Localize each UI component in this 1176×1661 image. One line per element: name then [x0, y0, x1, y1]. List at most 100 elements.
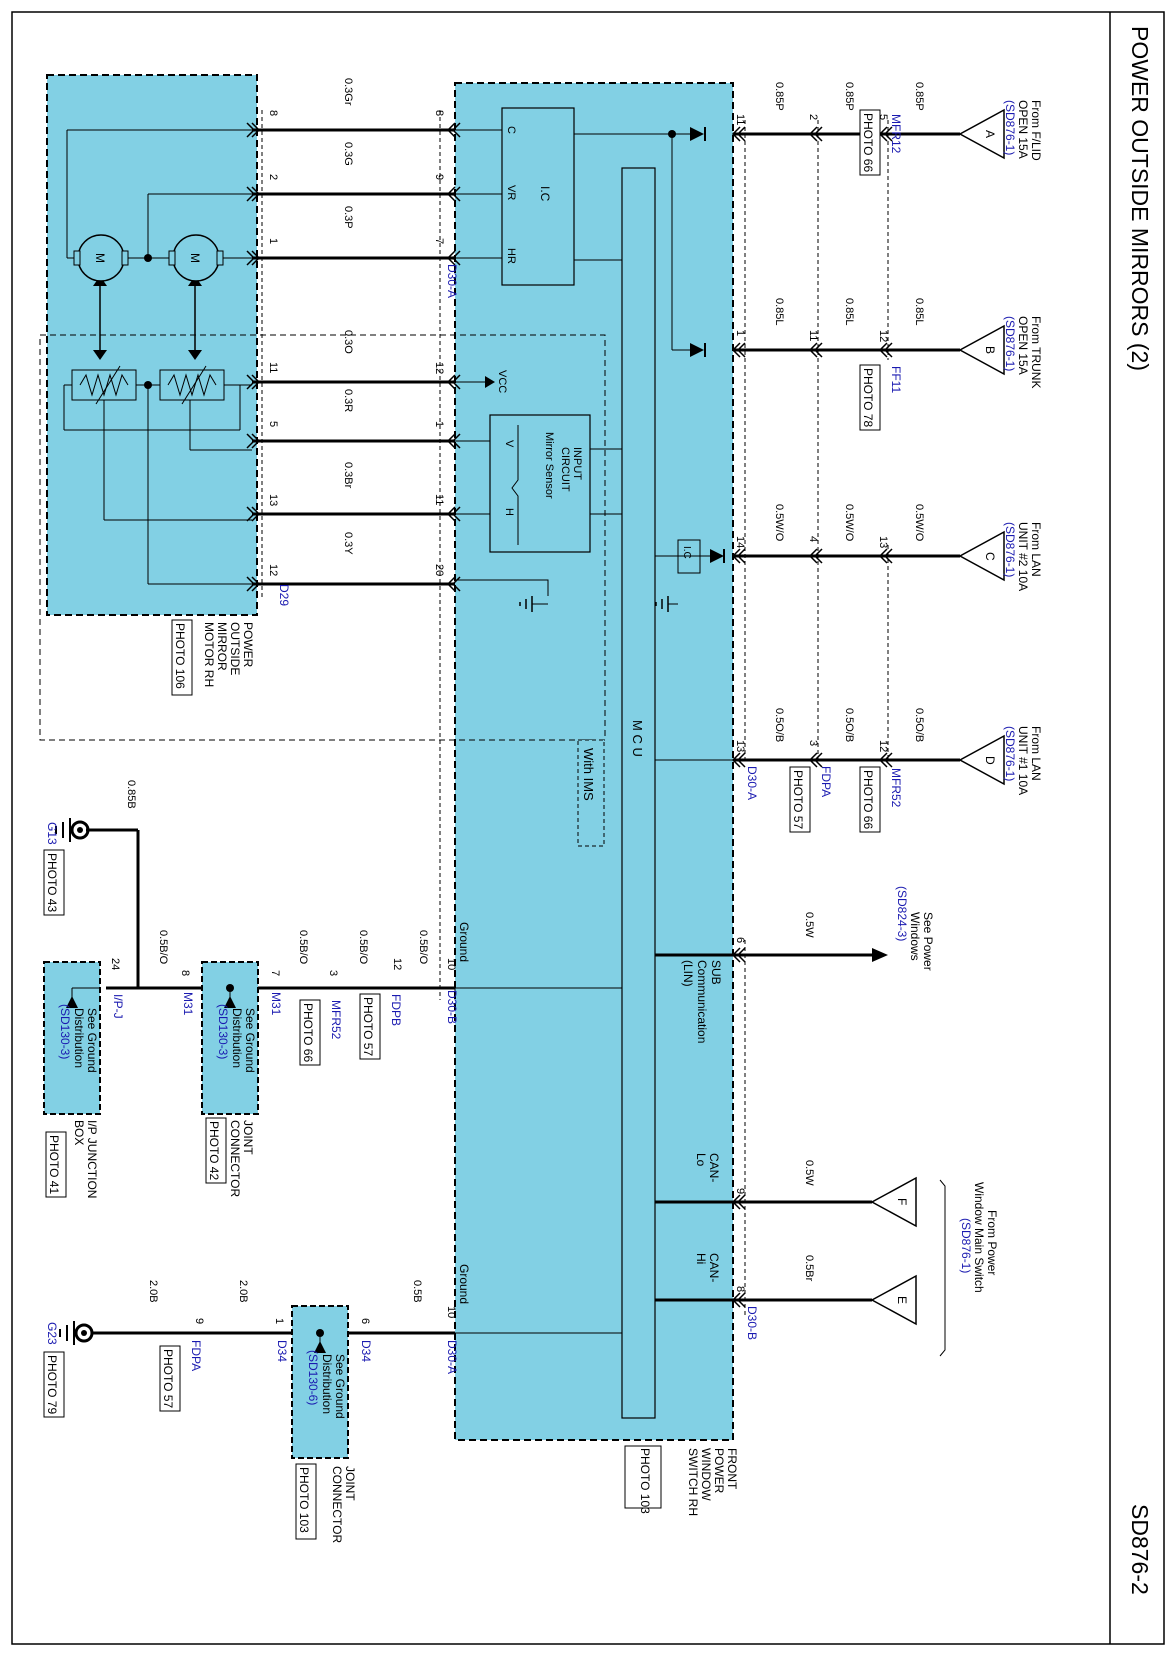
mcu-label: M C U: [630, 720, 645, 757]
svg-text:Ground: Ground: [457, 922, 471, 962]
m31-ground-arrow: [224, 996, 236, 1008]
mirror-wire-5: 150.3R: [246, 389, 461, 449]
svg-text:M: M: [188, 253, 202, 263]
m31-joint-label-1: JOINT: [241, 1120, 255, 1155]
d34-ground-arrow: [314, 1341, 326, 1353]
main-switch-ref: (SD876-1): [959, 1218, 973, 1273]
connector-ff11: FF11: [889, 366, 903, 393]
svg-text:A: A: [983, 130, 997, 138]
connector-ipj: I/P-J: [111, 994, 125, 1019]
connector-fdpb: FDPB: [389, 994, 403, 1026]
svg-text:0.85L: 0.85L: [913, 298, 925, 326]
svg-text:0.3Gr: 0.3Gr: [342, 78, 354, 106]
page-code: SD876-2: [1127, 1504, 1153, 1595]
ipj-label-1: I/P JUNCTION: [85, 1120, 99, 1198]
svg-text:1: 1: [734, 330, 746, 336]
ipj-ground-ref: (SD130-3): [58, 1004, 72, 1059]
svg-text:From F/LID: From F/LID: [1029, 100, 1043, 161]
ic-pin-hr: HR: [505, 248, 517, 264]
input-circuit-label-1: INPUT: [571, 447, 583, 480]
internal-ground-line: [455, 579, 549, 596]
svg-text:From LAN: From LAN: [1029, 726, 1043, 781]
svg-text:M: M: [93, 253, 107, 263]
svg-text:11: 11: [734, 114, 746, 125]
ic-block: [501, 107, 575, 286]
photo-66-a-box: [859, 109, 881, 176]
switch-name-3: WINDOW: [699, 1448, 713, 1501]
svg-text:8: 8: [267, 110, 279, 116]
svg-text:(SD876-1): (SD876-1): [1003, 100, 1017, 155]
svg-text:12: 12: [877, 740, 889, 752]
svg-text:10: 10: [445, 1306, 457, 1318]
photo-66-c: PHOTO 66: [301, 1003, 315, 1062]
ipj-see-ground-2: Distribution: [72, 1008, 86, 1068]
photo-57-c-box: [159, 1345, 181, 1412]
svg-text:8: 8: [734, 1286, 746, 1292]
svg-text:3: 3: [807, 740, 819, 746]
with-ims-region: [39, 334, 606, 741]
photo-79: PHOTO 79: [45, 1355, 59, 1414]
svg-text:0.85P: 0.85P: [773, 82, 785, 111]
connector-mfr52-gnd: MFR52: [329, 1000, 343, 1040]
svg-text:6: 6: [359, 1318, 371, 1324]
internal-ground-icon: [519, 596, 548, 612]
motor-name-4: MOTOR RH: [202, 622, 216, 687]
sub-comm-wire: 6 0.5W SUB Communication (LIN): [655, 912, 888, 1043]
svg-text:E: E: [895, 1296, 909, 1304]
svg-text:0.5O/B: 0.5O/B: [843, 708, 855, 742]
ic-pin-c: C: [505, 126, 517, 134]
svg-text:(SD876-1): (SD876-1): [1003, 726, 1017, 781]
svg-text:10: 10: [445, 958, 457, 970]
photo-103-switch-1: PHOTO 103: [638, 1448, 652, 1514]
sensor-v-label: V: [503, 440, 515, 448]
motor-icon-2: M: [168, 234, 224, 282]
ic-pin-vr: VR: [505, 185, 517, 200]
svg-text:0.3O: 0.3O: [342, 330, 354, 354]
svg-text:F: F: [895, 1198, 909, 1205]
motor-internals: [63, 129, 252, 585]
ip-junction-box: [43, 961, 101, 1115]
sensor-bracket: [511, 425, 519, 545]
photo-57-c: PHOTO 57: [161, 1349, 175, 1408]
svg-text:0.5O/B: 0.5O/B: [913, 708, 925, 742]
connector-d30b-gnd: D30-B: [445, 990, 459, 1024]
vcc-arrow: [485, 376, 495, 388]
main-switch-line-1: From Power: [985, 1210, 999, 1275]
photo-78-box: [859, 364, 881, 431]
svg-text:0.3R: 0.3R: [342, 389, 354, 412]
photo-57-a-box: [789, 766, 811, 833]
svg-text:C: C: [983, 552, 997, 561]
svg-text:1: 1: [267, 238, 279, 244]
diode-bus: [655, 127, 725, 563]
connector-d30a-gnd: D30-A: [445, 1340, 459, 1374]
ic-label: I.C: [538, 186, 552, 202]
svg-text:0.5B/O: 0.5B/O: [157, 930, 169, 965]
svg-text:3: 3: [327, 970, 339, 976]
photo-66-b: PHOTO 66: [861, 770, 875, 829]
svg-text:24: 24: [109, 958, 121, 970]
can-lo-wire: 9 0.5W CAN- Lo: [655, 1153, 872, 1204]
svg-text:9: 9: [193, 1318, 205, 1324]
mcu-block: [621, 167, 656, 1419]
main-switch-bracket: [939, 1179, 946, 1357]
svg-text:0.5W/O: 0.5W/O: [773, 504, 785, 542]
switch-name-2: POWER: [712, 1448, 726, 1494]
svg-text:0.5W: 0.5W: [803, 1160, 815, 1186]
svg-text:0.5W: 0.5W: [803, 912, 815, 938]
svg-text:0.85P: 0.85P: [843, 82, 855, 111]
svg-text:11: 11: [807, 330, 819, 341]
m31-see-ground-2: Distribution: [230, 1008, 244, 1068]
svg-text:0.85P: 0.85P: [913, 82, 925, 111]
ground-g13-icon: [55, 818, 90, 842]
connector-mfr52-top: MFR52: [889, 768, 903, 808]
see-power-windows-1: See Power: [921, 912, 935, 971]
connector-d30a-top: D30-A: [745, 766, 759, 800]
ic2-label: I.C: [681, 546, 692, 559]
photo-41: PHOTO 41: [47, 1135, 61, 1194]
svg-text:8: 8: [179, 970, 191, 976]
